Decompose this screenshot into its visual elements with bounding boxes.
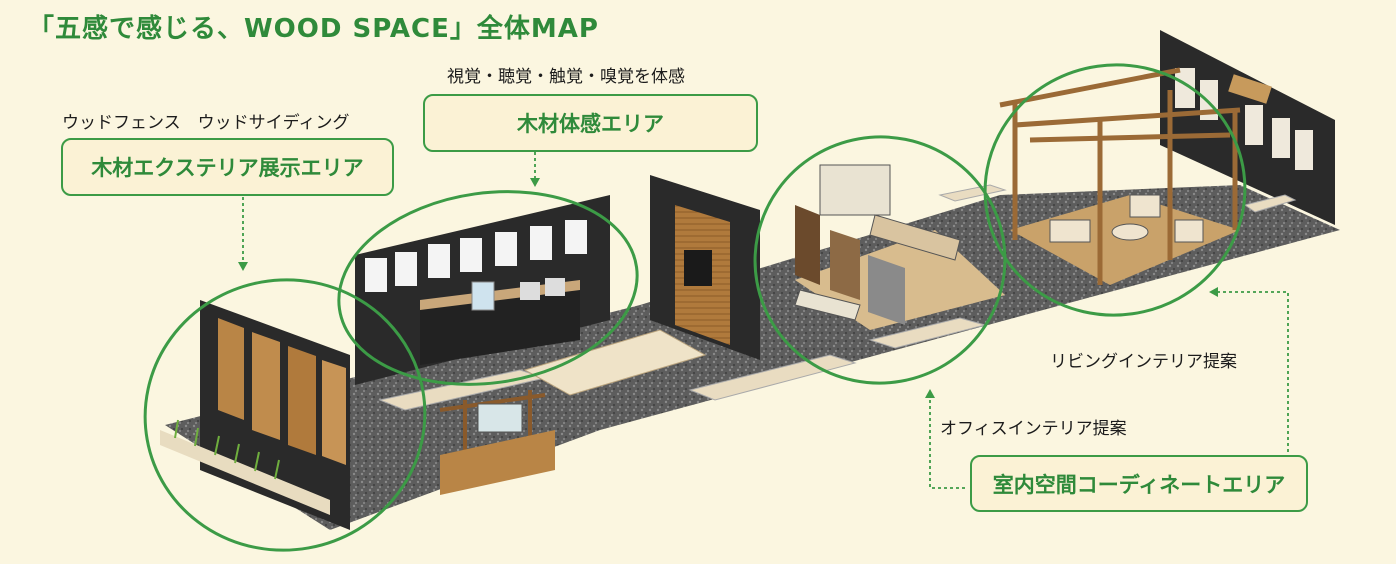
platform-center [523, 329, 707, 396]
bench-back [938, 184, 1007, 202]
arrow-heads [238, 178, 1218, 398]
label-exterior-area: 木材エクステリア展示エリア [61, 138, 394, 196]
wood-fence-panels [218, 318, 346, 465]
bench-living [1243, 194, 1297, 213]
label-interior-area: 室内空間コーディネートエリア [970, 455, 1308, 512]
label-wood-experience-area: 木材体感エリア [423, 94, 758, 152]
circle-office [753, 135, 1007, 385]
caption-senses: 視覚・聴覚・触覚・嗅覚を体感 [447, 67, 685, 87]
circle-wood-experience [337, 190, 639, 386]
caption-office: オフィスインテリア提案 [940, 419, 1127, 439]
living-pergola [999, 67, 1241, 285]
caption-living: リビングインテリア提案 [1050, 352, 1237, 372]
floor-gravel [165, 185, 1340, 530]
circle-exterior [143, 278, 427, 552]
connector-lines [242, 152, 1289, 489]
page-title: 「五感で感じる、WOOD SPACE」全体MAP [28, 14, 599, 44]
planter [160, 430, 330, 515]
circle-living [983, 63, 1247, 317]
highlight-circles [143, 63, 1247, 552]
caption-fence: ウッドフェンス ウッドサイディング [62, 113, 350, 133]
